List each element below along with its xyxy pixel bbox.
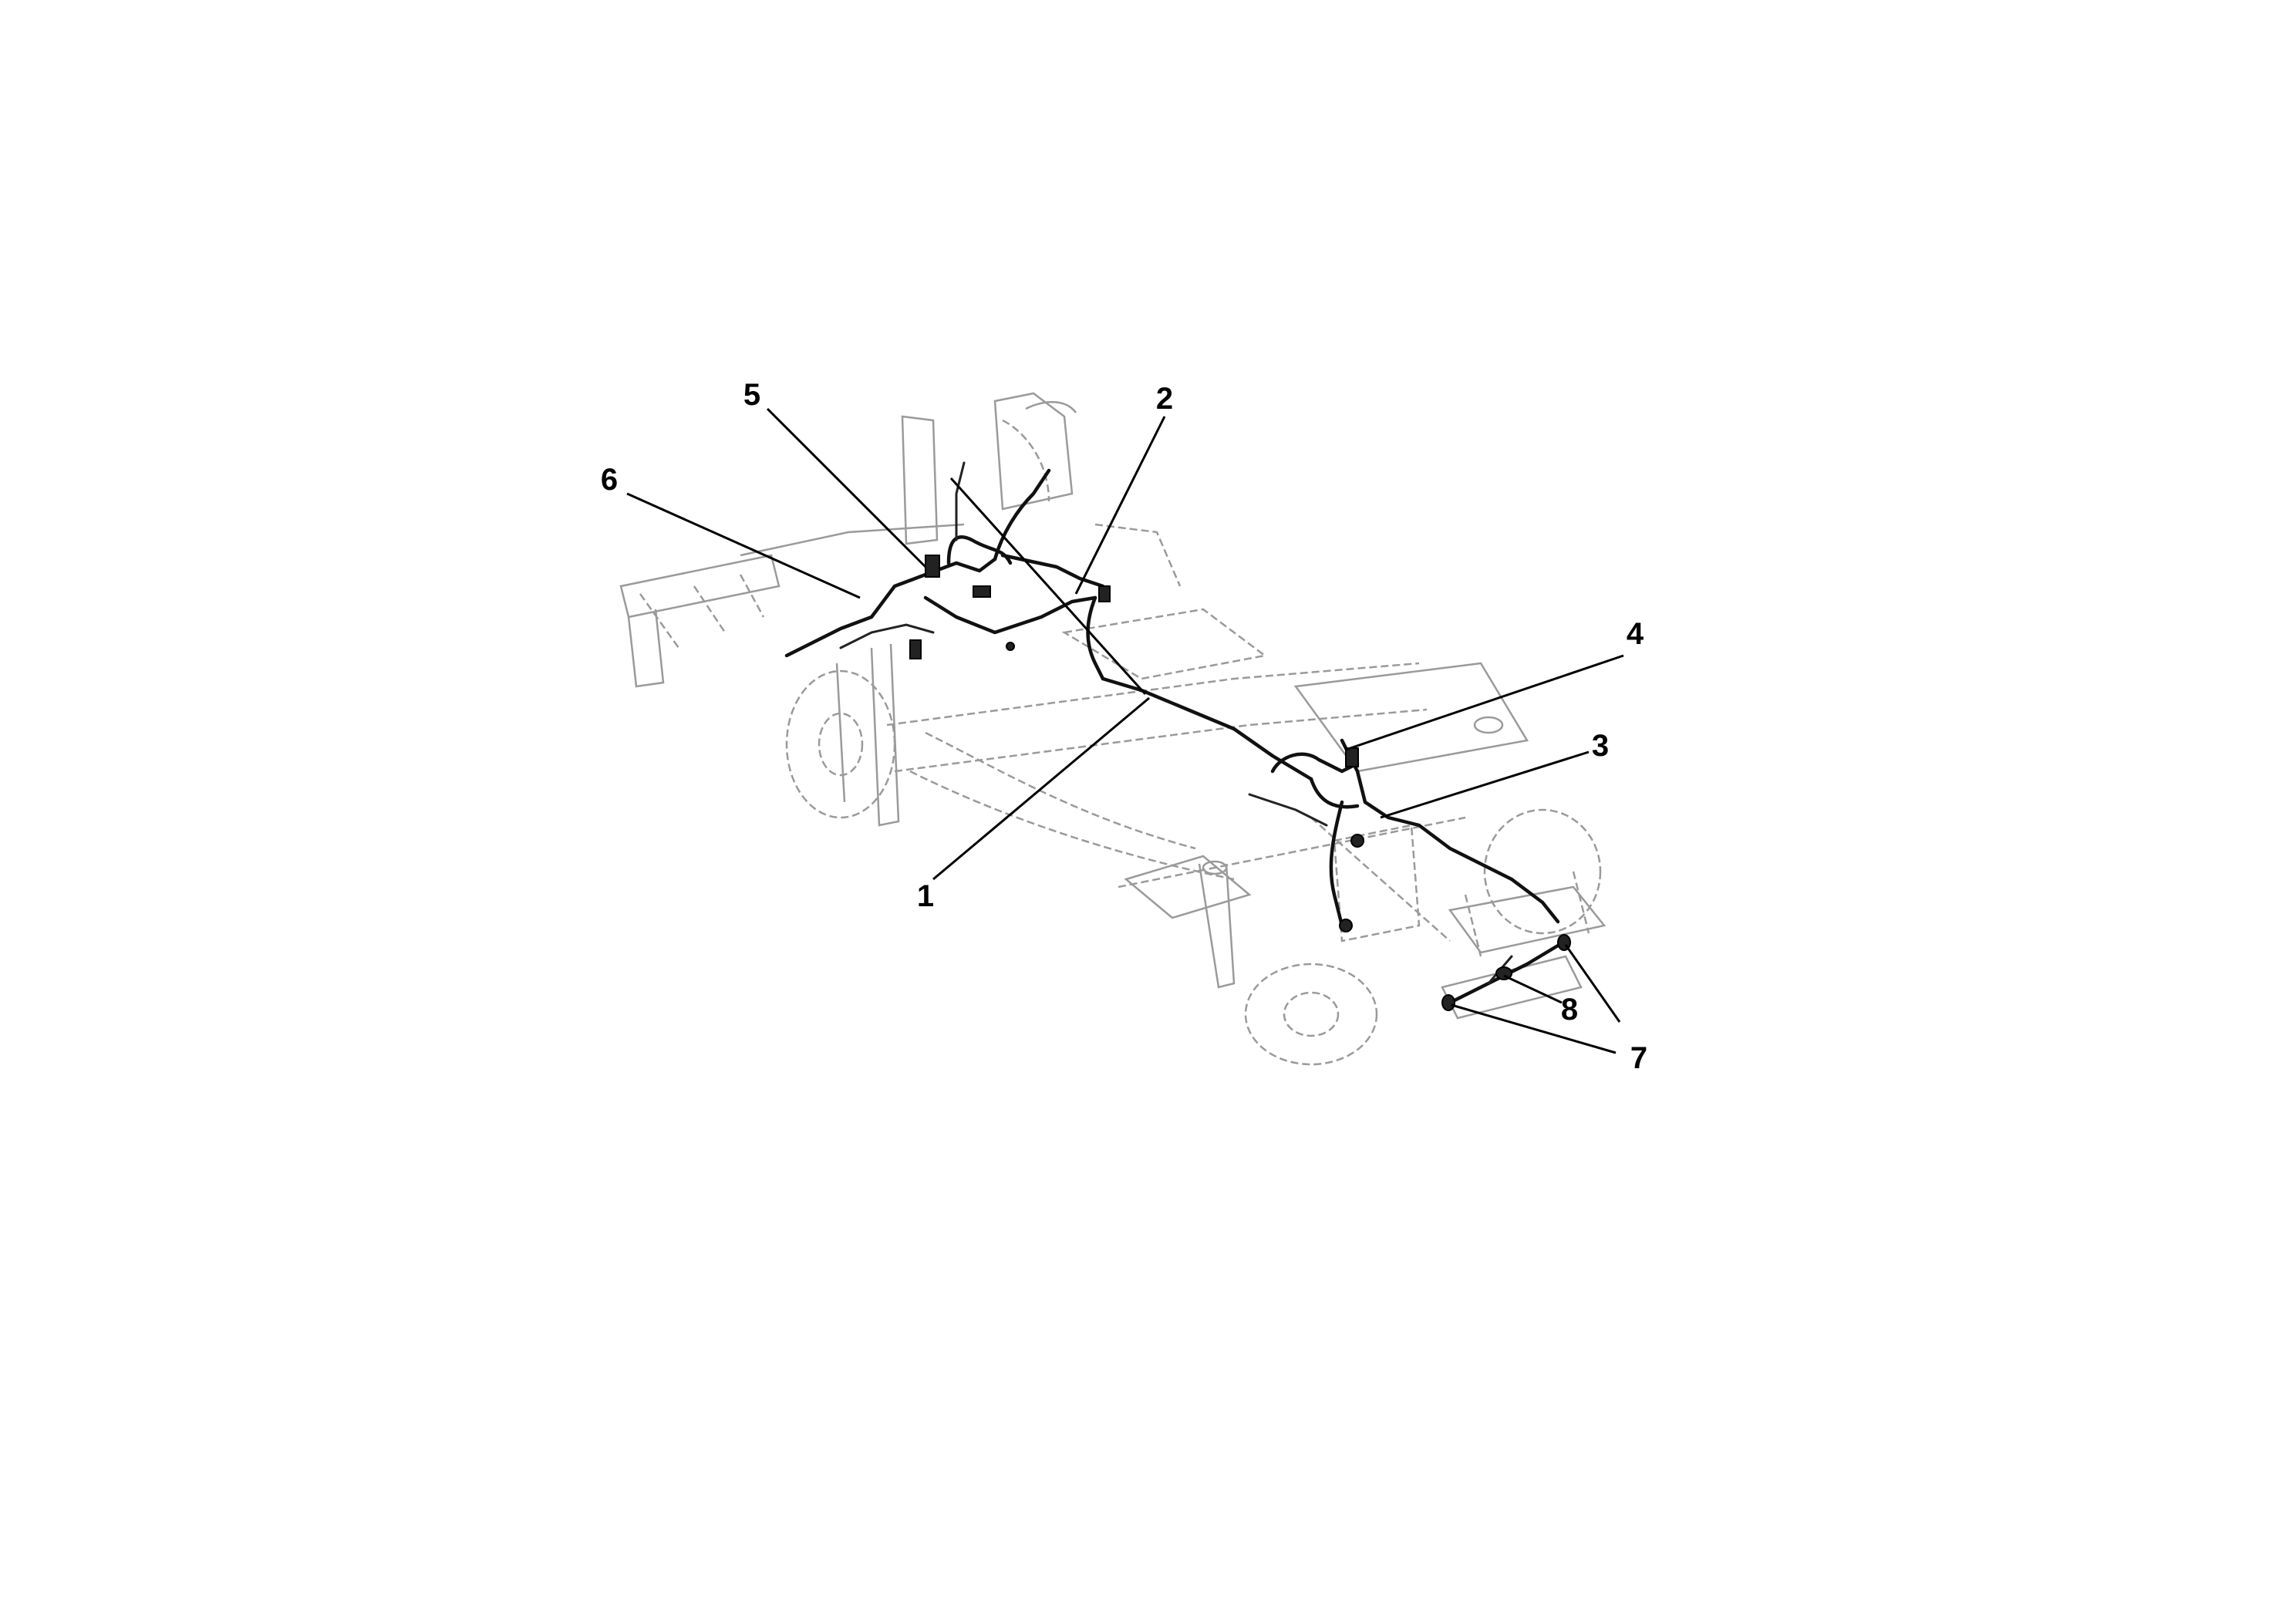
callout-7: 7: [1630, 1041, 1647, 1075]
leader-2: [1074, 416, 1166, 595]
callout-1: 1: [917, 879, 934, 913]
callout-labels: 1 2 3 4 5 6 7 8: [601, 378, 1647, 1075]
mid-connector: [1098, 585, 1111, 602]
leader-1: [949, 477, 1147, 696]
leader-6: [626, 492, 861, 599]
callout-4: 4: [1627, 617, 1644, 651]
leader-4: [1345, 654, 1624, 751]
leader-7a: [1564, 944, 1621, 1023]
sensor: [1350, 834, 1364, 848]
leader-8: [1503, 974, 1563, 1004]
leader-5: [766, 407, 927, 568]
leader-3: [1380, 750, 1590, 819]
ground-point: [1006, 642, 1015, 651]
chassis-frame: [619, 392, 1607, 1066]
battery-terminal: [1339, 919, 1353, 932]
callout-2: 2: [1156, 382, 1173, 416]
leader-1-main: [932, 696, 1150, 881]
callout-3: 3: [1592, 729, 1609, 763]
callout-5: 5: [743, 378, 760, 412]
connectors: [909, 555, 1571, 1011]
engine-connector: [1345, 747, 1359, 767]
switch-connector: [973, 585, 991, 598]
left-connector: [909, 639, 922, 659]
leader-lines: [626, 407, 1624, 1054]
callout-8: 8: [1561, 993, 1578, 1027]
front-connector: [925, 555, 940, 578]
leader-7b: [1451, 1003, 1617, 1054]
tail-light-left: [1441, 994, 1455, 1011]
callout-6: 6: [601, 463, 618, 497]
